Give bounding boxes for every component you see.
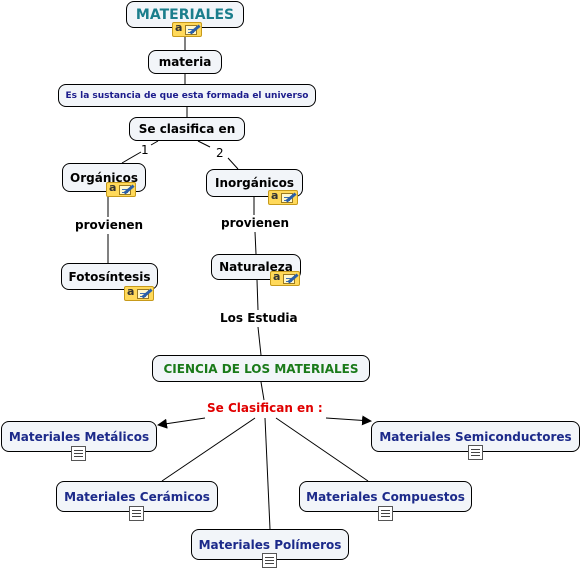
note-icon-naturaleza[interactable]: a xyxy=(270,270,300,286)
concept-polimeros-label: Materiales Polímeros xyxy=(198,537,342,552)
concept-fotosintesis[interactable]: Fotosíntesis xyxy=(61,263,158,290)
link-losestudia-ciencia xyxy=(257,326,262,356)
concept-ceramicos-label: Materiales Cerámicos xyxy=(64,489,210,504)
note-icon-materiales[interactable]: a xyxy=(172,21,202,37)
link-num2-inorganicos xyxy=(227,157,239,170)
concept-materia[interactable]: materia xyxy=(148,50,222,74)
link-number-2: 2 xyxy=(216,146,224,160)
concept-clasifica[interactable]: Se clasifica en xyxy=(129,117,245,141)
link-arrow-semiconductores xyxy=(325,415,372,426)
link-clasifica-num2 xyxy=(197,140,211,148)
link-number-1: 1 xyxy=(141,143,149,157)
link-label-provienen-2: provienen xyxy=(221,216,290,230)
document-icon-metalicos[interactable] xyxy=(71,446,86,461)
link-ceramicos xyxy=(161,417,256,482)
document-icon-compuestos[interactable] xyxy=(378,506,393,521)
document-icon-polimeros[interactable] xyxy=(262,553,277,568)
note-icon-organicos[interactable]: a xyxy=(106,181,136,197)
link-label-los-estudia: Los Estudia xyxy=(220,311,298,325)
concept-definicion-label: Es la sustancia de que esta formada el u… xyxy=(65,90,309,101)
link-num1-organicos xyxy=(121,151,142,164)
link-arrow-metalicos xyxy=(157,417,206,429)
document-icon-ceramicos[interactable] xyxy=(129,506,144,521)
note-icon-fotosintesis[interactable]: a xyxy=(124,285,154,301)
concept-fotosintesis-label: Fotosíntesis xyxy=(68,269,151,284)
concept-ciencia[interactable]: CIENCIA DE LOS MATERIALES xyxy=(152,355,370,382)
concept-organicos[interactable]: Orgánicos xyxy=(62,163,146,192)
link-compuestos xyxy=(275,417,369,482)
link-polimeros xyxy=(264,417,271,530)
concept-inorganicos-label: Inorgánicos xyxy=(214,176,294,190)
concept-compuestos-label: Materiales Compuestos xyxy=(306,489,465,504)
concept-materia-label: materia xyxy=(158,55,212,69)
link-label-provienen-1: provienen xyxy=(75,218,144,232)
concept-metalicos[interactable]: Materiales Metálicos xyxy=(1,421,157,452)
concept-materiales-label: MATERIALES xyxy=(135,6,235,23)
concept-ciencia-label: CIENCIA DE LOS MATERIALES xyxy=(163,361,359,376)
link-ciencia-seclasifican xyxy=(260,381,265,401)
concept-clasifica-label: Se clasifica en xyxy=(138,122,236,136)
concept-semiconductores-label: Materiales Semiconductores xyxy=(379,429,572,444)
concept-organicos-label: Orgánicos xyxy=(70,170,138,185)
concept-naturaleza-label: Naturaleza xyxy=(219,260,293,274)
note-icon-inorganicos[interactable]: a xyxy=(268,189,298,205)
document-icon-semiconductores[interactable] xyxy=(468,445,483,460)
link-naturaleza-losestudia xyxy=(256,279,259,311)
concept-metalicos-label: Materiales Metálicos xyxy=(8,429,150,444)
link-provienen-naturaleza xyxy=(254,231,257,255)
link-label-se-clasifican: Se Clasifican en : xyxy=(207,401,323,415)
concept-definicion[interactable]: Es la sustancia de que esta formada el u… xyxy=(58,84,316,107)
concept-inorganicos[interactable]: Inorgánicos xyxy=(206,169,303,197)
link-clasifica-num1 xyxy=(150,140,159,146)
